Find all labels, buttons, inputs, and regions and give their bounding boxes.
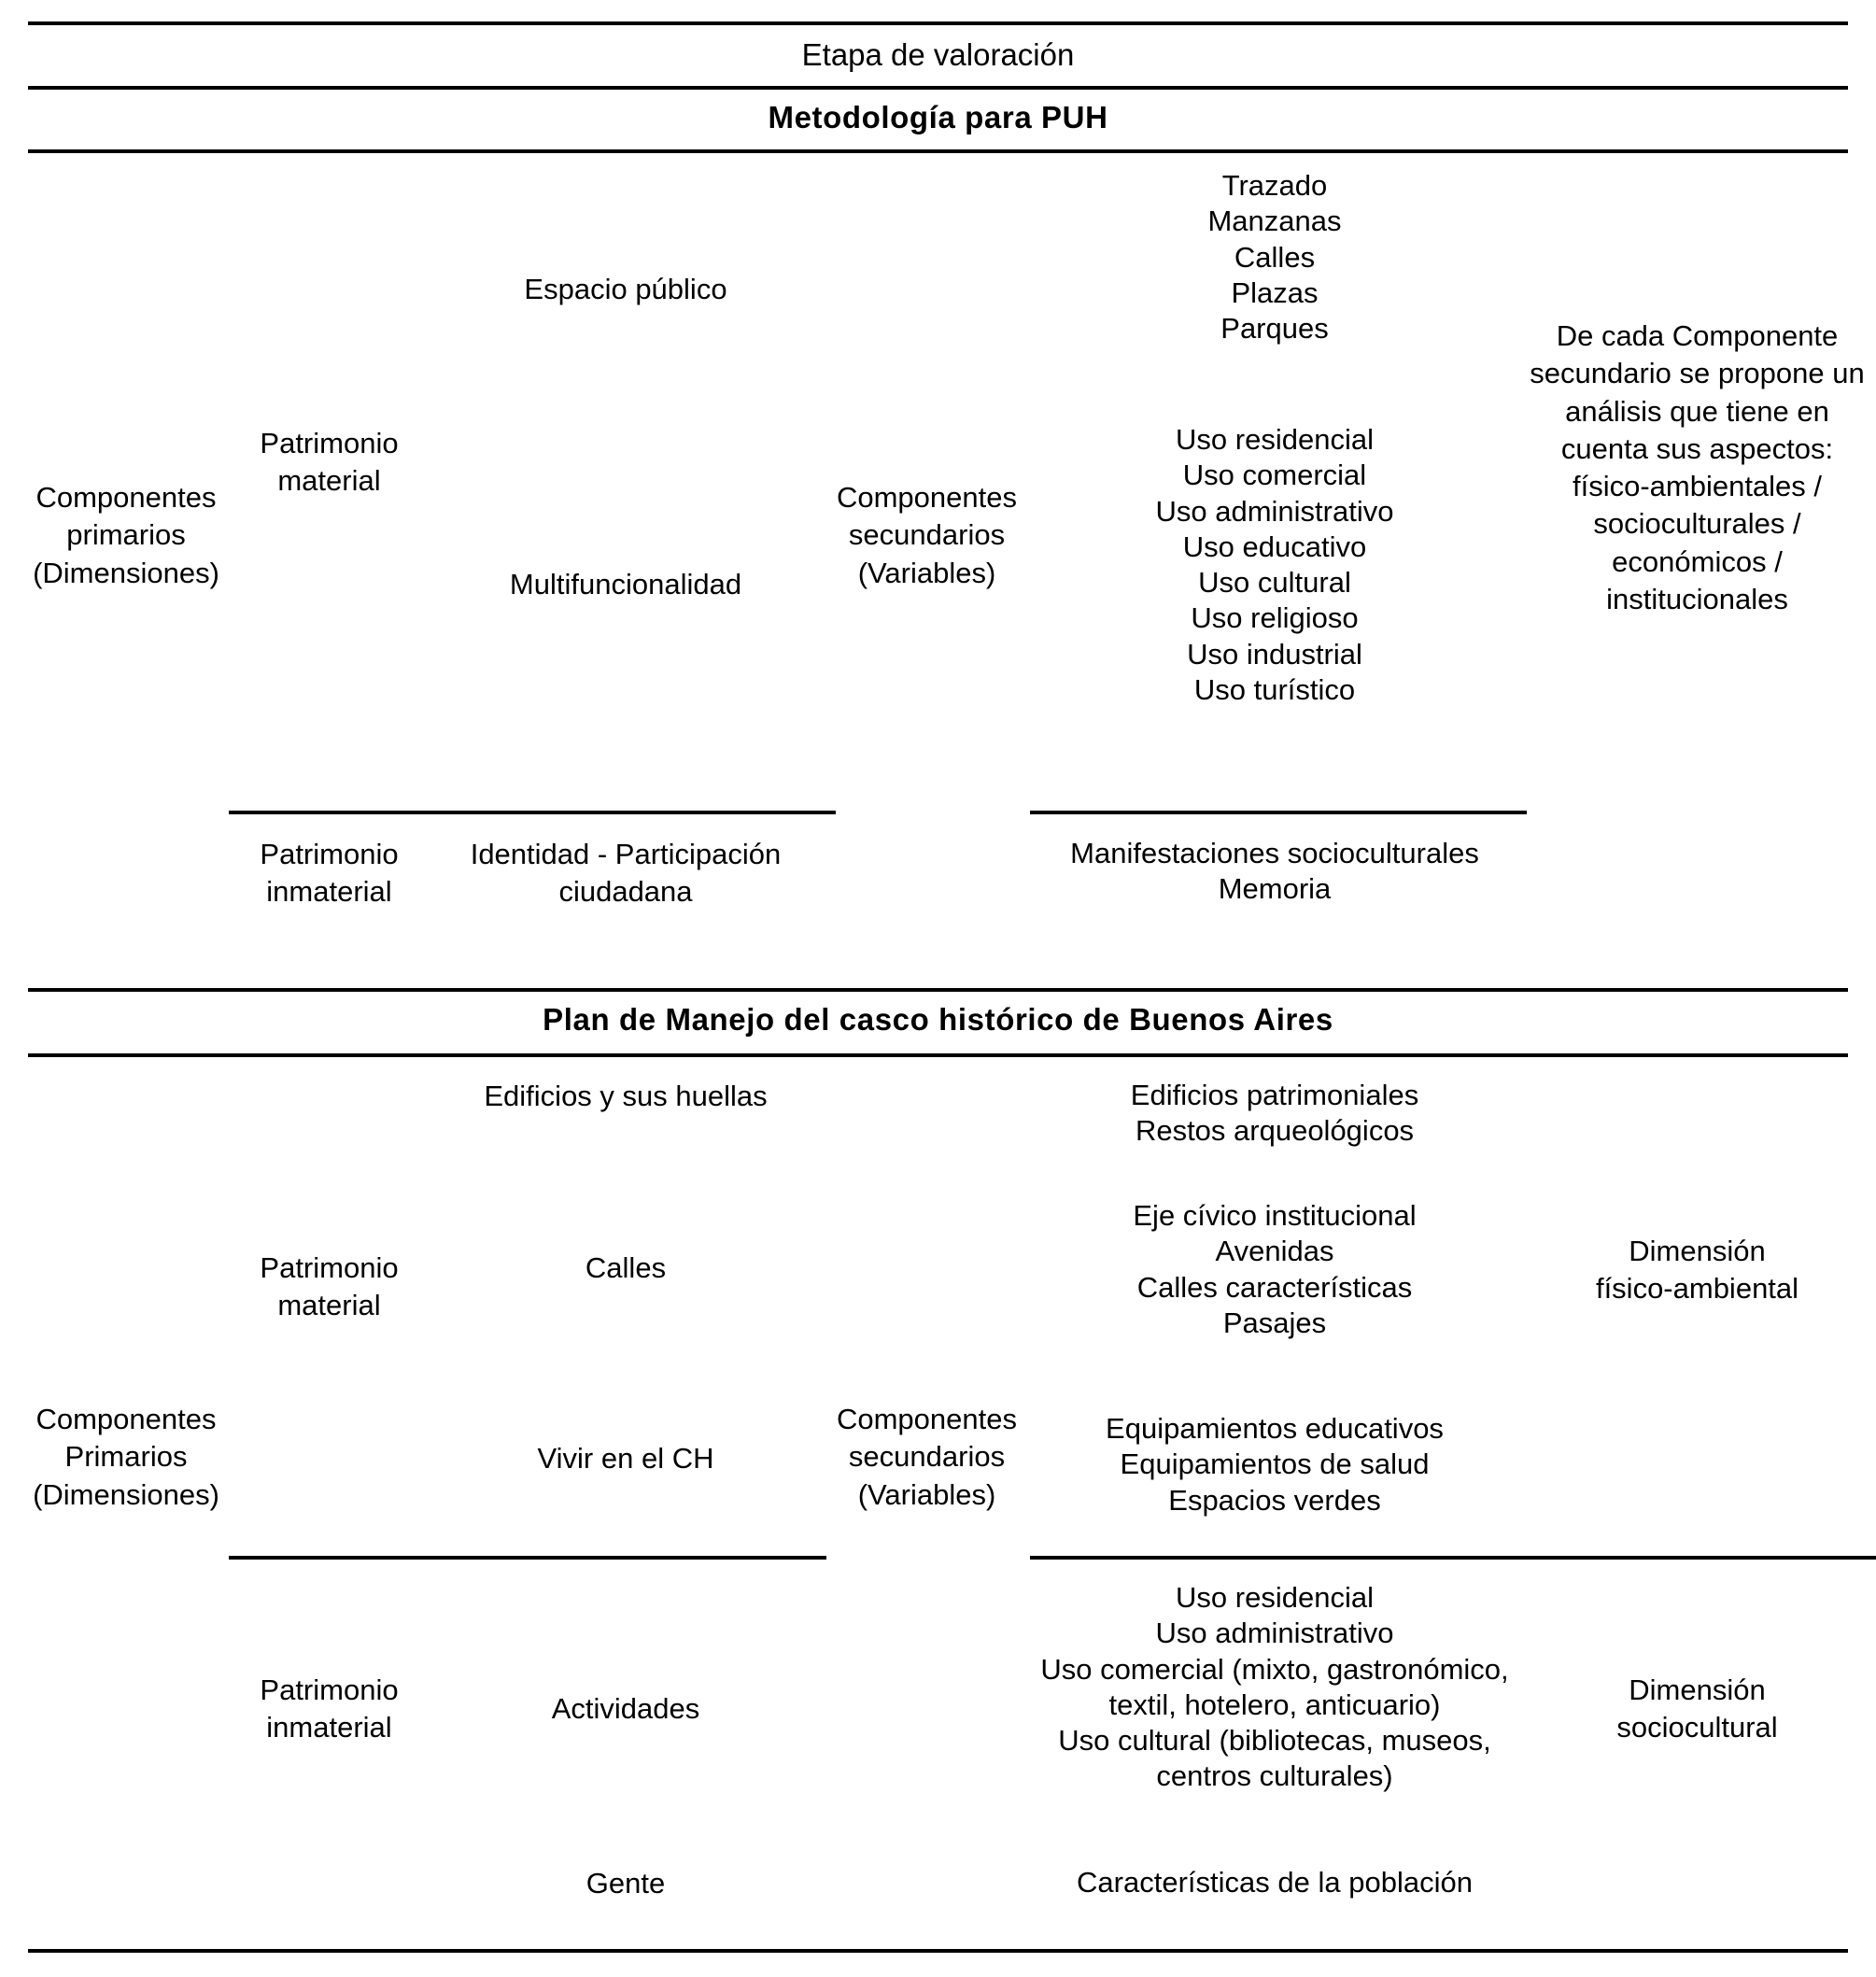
list-item: Trazado <box>1221 169 1328 202</box>
list-item: Uso turístico <box>1193 672 1356 706</box>
plan-category-calles: Calles <box>585 1251 667 1284</box>
list-item: Restos arqueológicos <box>1135 1114 1415 1148</box>
list-item: Avenidas <box>1215 1235 1334 1268</box>
rule-plan-heritage-split-left <box>229 1556 826 1560</box>
plan-category-actividades: Actividades <box>551 1692 700 1725</box>
plan-variables-gente: Características de la población <box>1027 1865 1522 1900</box>
rule-under-section-header-puh <box>28 149 1848 153</box>
list-item: Uso educativo <box>1182 530 1367 563</box>
list-item: Pasajes <box>1222 1306 1327 1339</box>
list-item: Parques <box>1220 312 1329 346</box>
list-item: Calles características <box>1136 1270 1413 1304</box>
puh-heritage-material: Patrimonio material <box>260 427 399 498</box>
list-item: Manifestaciones socioculturales <box>1070 837 1479 869</box>
list-item: Uso cultural <box>1198 566 1351 600</box>
plan-heritage-material: Patrimonio material <box>260 1251 399 1322</box>
list-item: Uso administrativo <box>1155 1617 1394 1650</box>
puh-category-multifuncionalidad: Multifuncionalidad <box>509 568 742 600</box>
plan-category-gente: Gente <box>585 1867 666 1899</box>
list-item: Equipamientos educativos <box>1106 1412 1444 1445</box>
plan-variables-edificios: Edificios patrimoniales Restos arqueológ… <box>1027 1078 1522 1150</box>
list-item: Uso industrial <box>1187 637 1362 671</box>
rule-puh-heritage-split-right <box>1030 811 1527 814</box>
list-item: Uso residencial <box>1176 423 1374 456</box>
list-item: Eje cívico institucional <box>1133 1199 1417 1232</box>
list-item: Espacios verdes <box>1168 1483 1381 1517</box>
rule-under-document-title <box>28 86 1848 90</box>
list-item: Equipamientos de salud <box>1120 1447 1430 1481</box>
list-item: Calles <box>1234 240 1316 274</box>
plan-heritage-inmaterial: Patrimonio inmaterial <box>260 1673 399 1744</box>
list-item: Uso comercial <box>1182 459 1367 492</box>
puh-category-espacio-publico: Espacio público <box>524 273 727 305</box>
puh-col-secondary-label: Componentes secundarios (Variables) <box>836 481 1017 589</box>
list-item: Uso administrativo <box>1155 494 1394 528</box>
plan-variables-vivir-en-el-ch: Equipamientos educativos Equipamientos d… <box>1027 1411 1522 1518</box>
list-item: Uso cultural (bibliotecas, museos, centr… <box>1058 1724 1491 1793</box>
rule-under-section-header-plan <box>28 1053 1848 1057</box>
plan-variables-actividades: Uso residencial Uso administrativo Uso c… <box>980 1580 1569 1795</box>
plan-dimension-sociocultural: Dimensión sociocultural <box>1616 1673 1778 1744</box>
list-item: Uso residencial <box>1176 1581 1374 1614</box>
plan-category-edificios: Edificios y sus huellas <box>484 1080 768 1112</box>
list-item: Uso religioso <box>1191 601 1359 635</box>
puh-category-identidad: Identidad - Participación ciudadana <box>470 838 782 909</box>
rule-top <box>28 21 1848 25</box>
puh-heritage-inmaterial: Patrimonio inmaterial <box>260 838 399 909</box>
list-item: Uso comercial (mixto, gastronómico, text… <box>1040 1652 1509 1721</box>
puh-analysis-note: De cada Componente secundario se propone… <box>1530 319 1865 616</box>
list-item: Memoria <box>1218 872 1332 906</box>
puh-variables-espacio-publico: Trazado Manzanas Calles Plazas Parques <box>1027 168 1522 346</box>
list-item: Manzanas <box>1207 205 1342 238</box>
rule-plan-heritage-split-right <box>1030 1556 1876 1560</box>
section-header-plan-manejo: Plan de Manejo del casco histórico de Bu… <box>543 1002 1333 1037</box>
puh-col-primary-label: Componentes primarios (Dimensiones) <box>33 481 219 589</box>
rule-above-section-header-plan <box>28 988 1848 992</box>
puh-variables-multifuncionalidad: Uso residencial Uso comercial Uso admini… <box>1027 422 1522 708</box>
plan-col-primary-label: Componentes Primarios (Dimensiones) <box>33 1403 219 1511</box>
rule-puh-heritage-split-left <box>229 811 836 814</box>
document-title: Etapa de valoración <box>801 37 1075 72</box>
list-item: Características de la población <box>1077 1866 1473 1899</box>
plan-col-secondary-label: Componentes secundarios (Variables) <box>836 1403 1017 1511</box>
plan-variables-calles: Eje cívico institucional Avenidas Calles… <box>1027 1198 1522 1341</box>
section-header-puh: Metodología para PUH <box>768 100 1108 134</box>
plan-dimension-fisico-ambiental: Dimensión físico-ambiental <box>1595 1235 1799 1306</box>
list-item: Plazas <box>1231 275 1319 309</box>
rule-bottom <box>28 1949 1848 1953</box>
plan-category-vivir-en-el-ch: Vivir en el CH <box>537 1442 714 1475</box>
list-item: Edificios patrimoniales <box>1130 1079 1419 1111</box>
puh-variables-identidad: Manifestaciones socioculturales Memoria <box>1027 836 1522 908</box>
